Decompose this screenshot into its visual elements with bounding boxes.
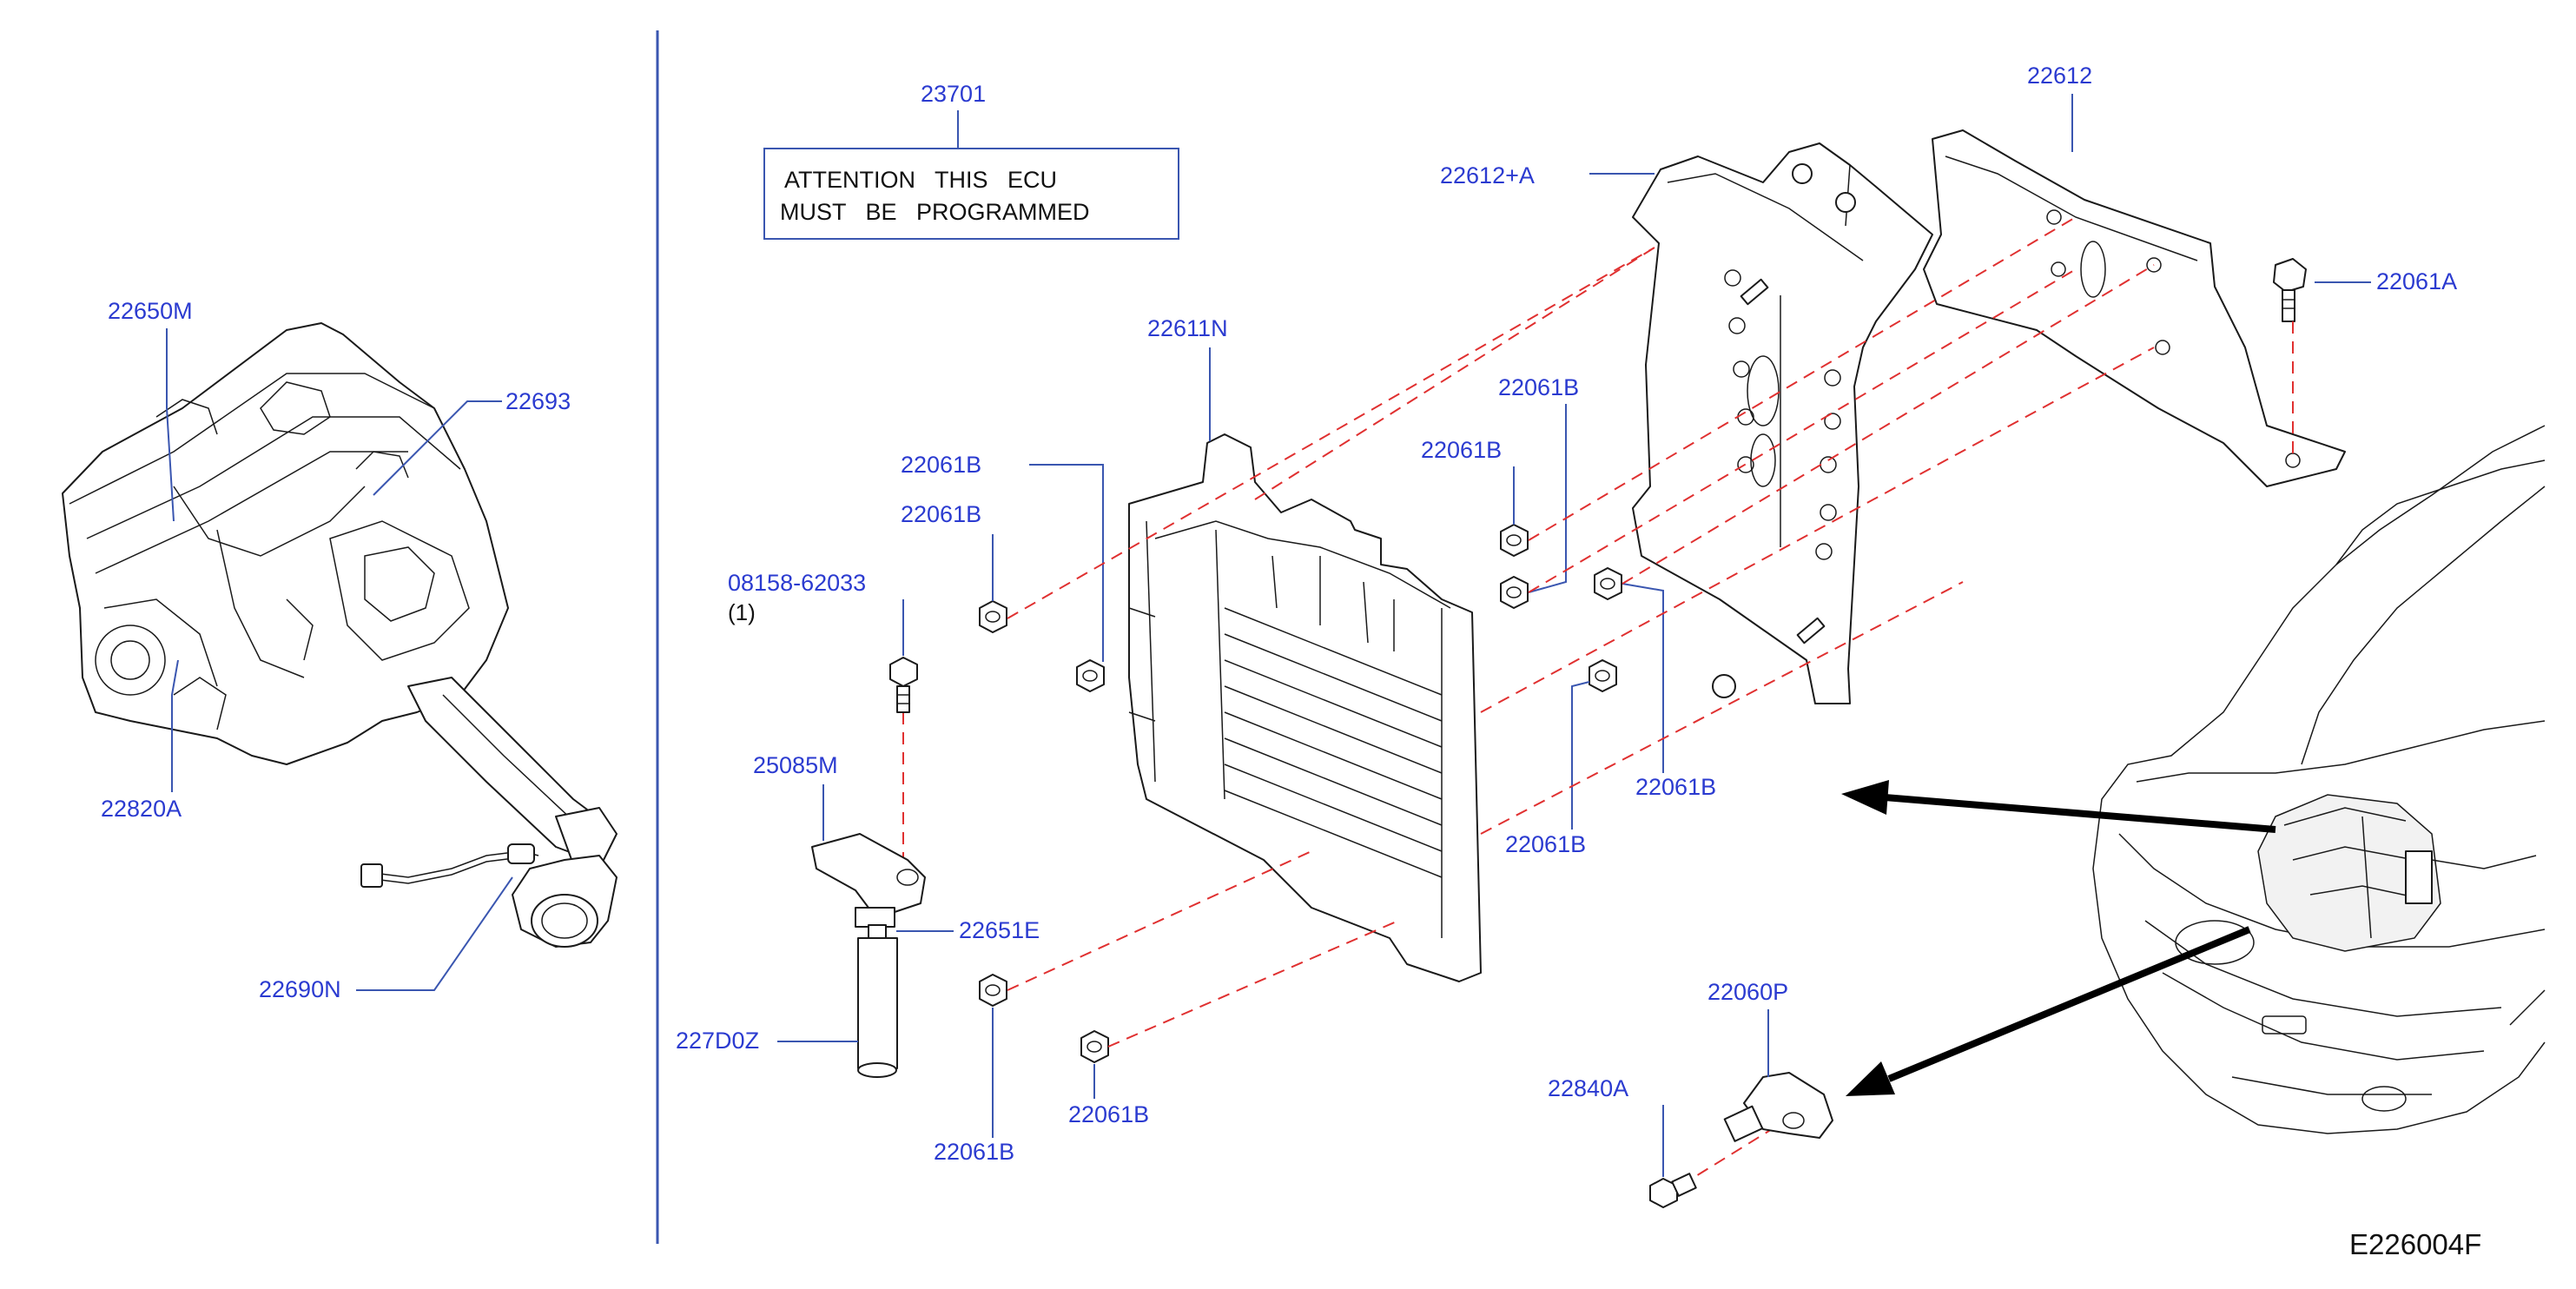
- assembly-line-3: [1528, 216, 2077, 541]
- label-23701: 23701: [921, 81, 986, 107]
- label-22651e: 22651E: [959, 917, 1040, 943]
- leader-22061b-upper-right: [1528, 404, 1567, 593]
- label-22820a: 22820A: [101, 796, 182, 822]
- locator-arrowhead-ecu: [1841, 780, 1889, 815]
- leader-22693: [373, 400, 502, 496]
- label-22650m: 22650M: [108, 298, 193, 324]
- nut-22061b-2: [1076, 659, 1105, 692]
- leader-22820a: [171, 659, 179, 792]
- label-22061b-upper-right: 22061B: [1498, 374, 1579, 400]
- assembly-line-5: [1622, 264, 2155, 585]
- bolt-22061a-drawing: [2273, 258, 2307, 322]
- label-22612-a: 22612+A: [1440, 162, 1535, 188]
- nut-22061b-5: [1594, 567, 1622, 600]
- label-08158-62033: 08158-62033: [728, 570, 866, 596]
- label-22840a: 22840A: [1548, 1075, 1628, 1101]
- crank-sensor-drawing: [811, 833, 926, 1078]
- assembly-line-12: [1680, 1128, 1773, 1187]
- vehicle-locator-drawing: [2092, 425, 2546, 1134]
- ecu-notice-line-1: ATTENTION THIS ECU: [784, 167, 1057, 193]
- leader-22690n: [356, 876, 513, 991]
- assembly-line-1: [1007, 247, 1655, 619]
- nut-22061b-7: [979, 974, 1007, 1007]
- label-22690n: 22690N: [259, 976, 341, 1002]
- assembly-line-6: [1480, 347, 2155, 713]
- leader-22650m: [166, 328, 175, 522]
- label-22611n: 22611N: [1147, 315, 1228, 341]
- label-227d0z: 227D0Z: [676, 1028, 759, 1054]
- ecu-notice-label-box: [763, 148, 1179, 240]
- locator-arrow-ecu: [1884, 794, 2276, 833]
- engine-assembly-drawing: [62, 322, 618, 948]
- label-08158-62033-qty: (1): [728, 599, 756, 625]
- label-22061b-lower-right: 22061B: [1505, 831, 1586, 857]
- leader-22061b-top-left: [1029, 464, 1104, 662]
- nut-22061b-6: [1589, 659, 1617, 692]
- knock-sensor-drawing: [1723, 1072, 1833, 1142]
- ecu-bracket-22612-drawing: [1923, 129, 2346, 487]
- diagram-code: E226004F: [2349, 1228, 2481, 1260]
- label-25085m: 25085M: [753, 752, 838, 778]
- label-22061b-mid-right: 22061B: [1421, 437, 1502, 463]
- ecu-module-22611n-drawing: [1128, 433, 1482, 982]
- nut-22061b-1: [979, 600, 1007, 633]
- assembly-line-9: [1480, 581, 1964, 835]
- assembly-line-8: [1107, 920, 1399, 1048]
- label-22612: 22612: [2027, 63, 2092, 89]
- nut-22061b-4: [1500, 576, 1529, 609]
- label-22061b-top-left: 22061B: [901, 452, 981, 478]
- locator-arrow-knock-sensor: [1887, 926, 2251, 1082]
- label-22061a: 22061A: [2376, 268, 2457, 294]
- nut-22061b-3: [1500, 524, 1529, 557]
- bolt-08158-62033-drawing: [889, 657, 918, 713]
- label-22061b-second-left: 22061B: [901, 501, 981, 527]
- label-22693: 22693: [505, 388, 571, 414]
- assembly-line-7: [1007, 850, 1312, 991]
- label-22060p: 22060P: [1707, 979, 1788, 1005]
- label-22061b-bottom: 22061B: [1068, 1101, 1149, 1127]
- nut-22061b-8: [1080, 1030, 1109, 1063]
- assembly-line-4: [1528, 268, 2077, 593]
- locator-arrowhead-knock-sensor: [1846, 1061, 1895, 1096]
- label-22061b-bottom-left: 22061B: [934, 1139, 1014, 1165]
- bolt-22840a-drawing: [1649, 1173, 1697, 1208]
- label-22061b-right: 22061B: [1635, 774, 1716, 800]
- ecu-bracket-22612-a-drawing: [1632, 142, 1933, 704]
- leader-22061b-lower-right: [1571, 681, 1590, 830]
- leader-22061b-right: [1622, 583, 1664, 773]
- ecu-notice-line-2: MUST BE PROGRAMMED: [780, 199, 1090, 225]
